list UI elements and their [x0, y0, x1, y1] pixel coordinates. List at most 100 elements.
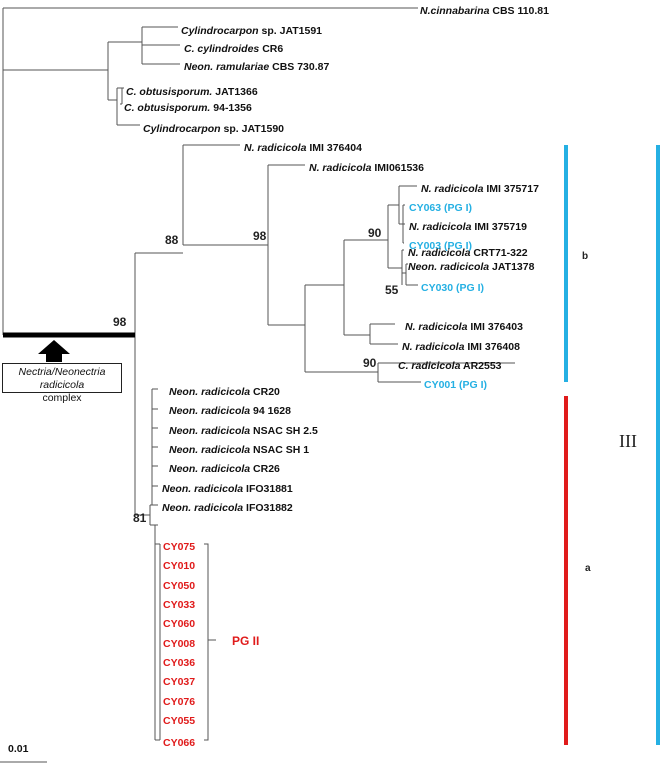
taxon-label: CY066	[163, 737, 195, 749]
taxon-species: N.cinnabarina	[420, 5, 490, 17]
taxon-strain: CY010	[163, 560, 195, 572]
taxon-label: CY050	[163, 580, 195, 592]
complex-label-box: Nectria/Neonectria radicicola complex	[2, 363, 122, 404]
taxon-species: N. radicicola	[421, 183, 484, 195]
taxon-label: N. radicicola IMI 376403	[405, 321, 523, 333]
bootstrap-value: 90	[368, 226, 382, 240]
taxon-species: Cylindrocarpon	[181, 25, 259, 37]
taxon-label: Cylindrocarpon sp. JAT1591	[181, 25, 322, 37]
taxon-species: Neon. radicicola	[408, 261, 489, 273]
taxon-label: Cylindrocarpon sp. JAT1590	[143, 123, 284, 135]
taxon-strain: IMI 376404	[306, 142, 362, 154]
taxon-species: Neon. radicicola	[162, 502, 243, 514]
taxon-strain: CY030 (PG I)	[421, 282, 484, 294]
complex-label-suffix: complex	[42, 392, 82, 404]
taxon-strain: CY033	[163, 599, 195, 611]
taxon-label: CY008	[163, 638, 195, 650]
taxon-strain: IMI061536	[371, 162, 424, 174]
taxon-strain: IFO31881	[243, 483, 293, 495]
taxon-label: C. radicicola AR2553	[398, 360, 502, 372]
taxon-label: CY060	[163, 618, 195, 630]
taxon-strain: 94 1628	[250, 405, 291, 417]
taxon-label: N. radicicola IMI061536	[309, 162, 424, 174]
taxon-strain: CR6	[259, 43, 283, 55]
taxon-label: N. radicicola IMI 375717	[421, 183, 539, 195]
taxon-label: CY075	[163, 541, 195, 553]
taxon-label: CY055	[163, 715, 195, 727]
taxon-species: Neon. ramulariae	[184, 61, 269, 73]
taxon-strain: IMI 375719	[471, 221, 527, 233]
taxon-strain: sp. JAT1590	[221, 123, 285, 135]
taxon-label: Neon. radicicola JAT1378	[408, 261, 535, 273]
taxon-label: CY036	[163, 657, 195, 669]
taxon-label: CY003 (PG I)	[409, 240, 472, 252]
taxon-species: N. radicicola	[309, 162, 372, 174]
taxon-label: N. radicicola CRT71-322	[408, 247, 528, 259]
taxon-strain: CY075	[163, 541, 195, 553]
taxon-strain: CY066	[163, 737, 195, 749]
taxon-label: N. radicicola IMI 376408	[402, 341, 520, 353]
complex-arrow-icon	[38, 340, 70, 362]
taxon-strain: CY001 (PG I)	[424, 379, 487, 391]
taxon-label: CY030 (PG I)	[421, 282, 484, 294]
taxon-label: C. obtusisporum. 94-1356	[124, 102, 252, 114]
taxon-species: N. radicicola	[244, 142, 307, 154]
taxon-strain: CY055	[163, 715, 195, 727]
taxon-strain: JAT1378	[489, 261, 534, 273]
taxon-label: Neon. radicicola CR20	[169, 386, 280, 398]
taxon-label: CY037	[163, 676, 195, 688]
clade-a-label: a	[585, 563, 591, 574]
scale-label: 0.01	[8, 743, 29, 755]
taxon-strain: NSAC SH 1	[250, 444, 309, 456]
taxon-species: C. radicicola	[398, 360, 461, 372]
taxon-strain: CY063 (PG I)	[409, 202, 472, 214]
taxon-label: C. obtusisporum. JAT1366	[126, 86, 258, 98]
taxon-strain: sp. JAT1591	[259, 25, 323, 37]
taxon-label: Neon. radicicola 94 1628	[169, 405, 291, 417]
bootstrap-value: 55	[385, 283, 399, 297]
group-iii-label: III	[619, 431, 637, 451]
taxon-strain: CY008	[163, 638, 195, 650]
taxon-strain: CY037	[163, 676, 195, 688]
bootstrap-value: 98	[113, 315, 127, 329]
taxon-label: CY001 (PG I)	[424, 379, 487, 391]
taxon-strain: CY060	[163, 618, 195, 630]
taxon-strain: CY050	[163, 580, 195, 592]
taxon-label: CY033	[163, 599, 195, 611]
taxon-label: Neon. radicicola NSAC SH 2.5	[169, 425, 318, 437]
taxon-label: CY010	[163, 560, 195, 572]
taxon-species: Neon. radicicola	[169, 405, 250, 417]
bootstrap-value: 98	[253, 229, 267, 243]
taxon-strain: CR20	[250, 386, 280, 398]
taxon-label: Neon. radicicola CR26	[169, 463, 280, 475]
bootstrap-value: 88	[165, 233, 179, 247]
branches	[0, 7, 515, 763]
bootstrap-value: 90	[363, 356, 377, 370]
taxon-label: Neon. ramulariae CBS 730.87	[184, 61, 329, 73]
taxon-species: Neon. radicicola	[169, 463, 250, 475]
taxon-strain: CY076	[163, 696, 195, 708]
taxon-species: N. radicicola	[402, 341, 465, 353]
taxon-strain: CY036	[163, 657, 195, 669]
taxon-strain: JAT1366	[212, 86, 257, 98]
taxon-species: N. radicicola	[405, 321, 468, 333]
clade-b-label: b	[582, 251, 588, 262]
taxon-strain: IMI 376408	[464, 341, 520, 353]
taxon-label: N. radicicola IMI 375719	[409, 221, 527, 233]
taxon-strain: CBS 110.81	[489, 5, 549, 17]
taxon-strain: AR2553	[460, 360, 501, 372]
taxon-species: C. obtusisporum.	[124, 102, 210, 114]
taxon-species: Neon. radicicola	[169, 425, 250, 437]
taxon-label: Neon. radicicola IFO31882	[162, 502, 293, 514]
taxon-species: C. cylindroides	[184, 43, 259, 55]
taxon-strain: CY003 (PG I)	[409, 240, 472, 252]
taxon-species: Neon. radicicola	[169, 444, 250, 456]
complex-label-italic: Nectria/Neonectria radicicola	[18, 366, 106, 391]
taxon-label: N. radicicola IMI 376404	[244, 142, 362, 154]
taxon-strain: IFO31882	[243, 502, 293, 514]
taxon-label: Neon. radicicola IFO31881	[162, 483, 293, 495]
taxon-label: N.cinnabarina CBS 110.81	[420, 5, 549, 17]
taxon-species: N. radicicola	[409, 221, 472, 233]
